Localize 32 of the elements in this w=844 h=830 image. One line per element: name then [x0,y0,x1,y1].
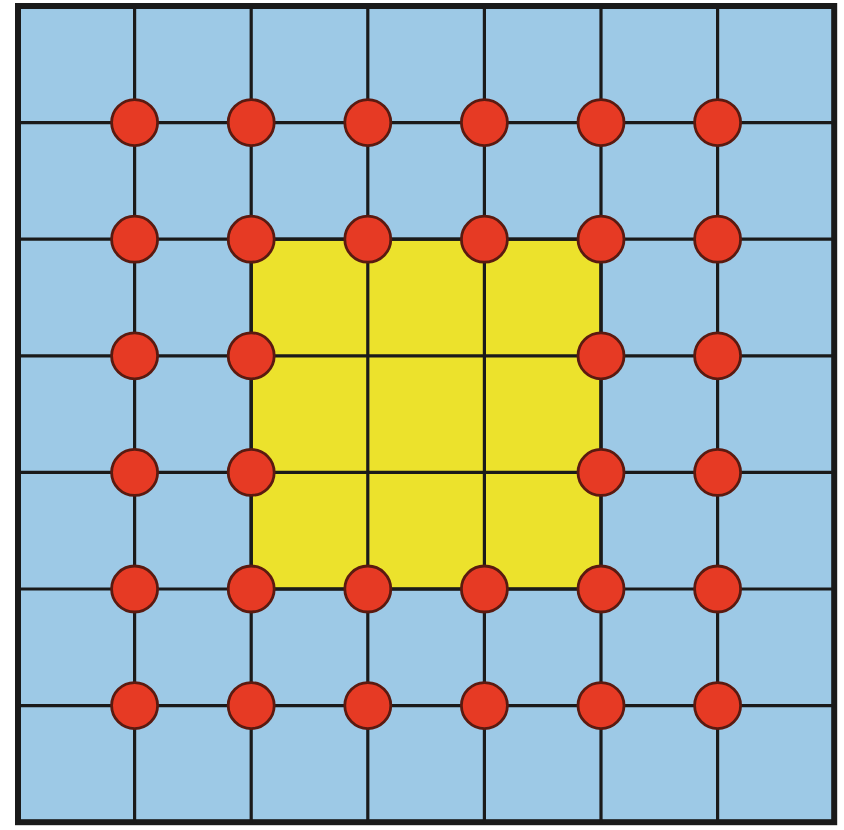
dot [460,98,509,147]
dot [110,98,159,147]
dot [693,564,742,614]
dot [110,214,159,264]
dot [110,564,159,614]
dot [576,98,626,147]
dot [226,681,276,730]
dot [693,448,742,497]
dot [576,331,626,381]
dot [693,214,742,264]
dot [110,331,159,381]
dot [226,564,276,614]
dot [693,331,742,381]
dot [226,98,276,147]
dot [576,448,626,497]
dot [226,448,276,497]
dot [693,98,742,147]
dot [343,681,393,730]
dot [576,564,626,614]
dot [460,564,509,614]
dot [343,98,393,147]
dot [693,681,742,730]
dot [110,681,159,730]
dot [343,214,393,264]
dot [110,448,159,497]
dot [460,681,509,730]
dot [460,214,509,264]
dot [226,214,276,264]
dot [343,564,393,614]
dot [576,681,626,730]
dot [226,331,276,381]
dot [576,214,626,264]
